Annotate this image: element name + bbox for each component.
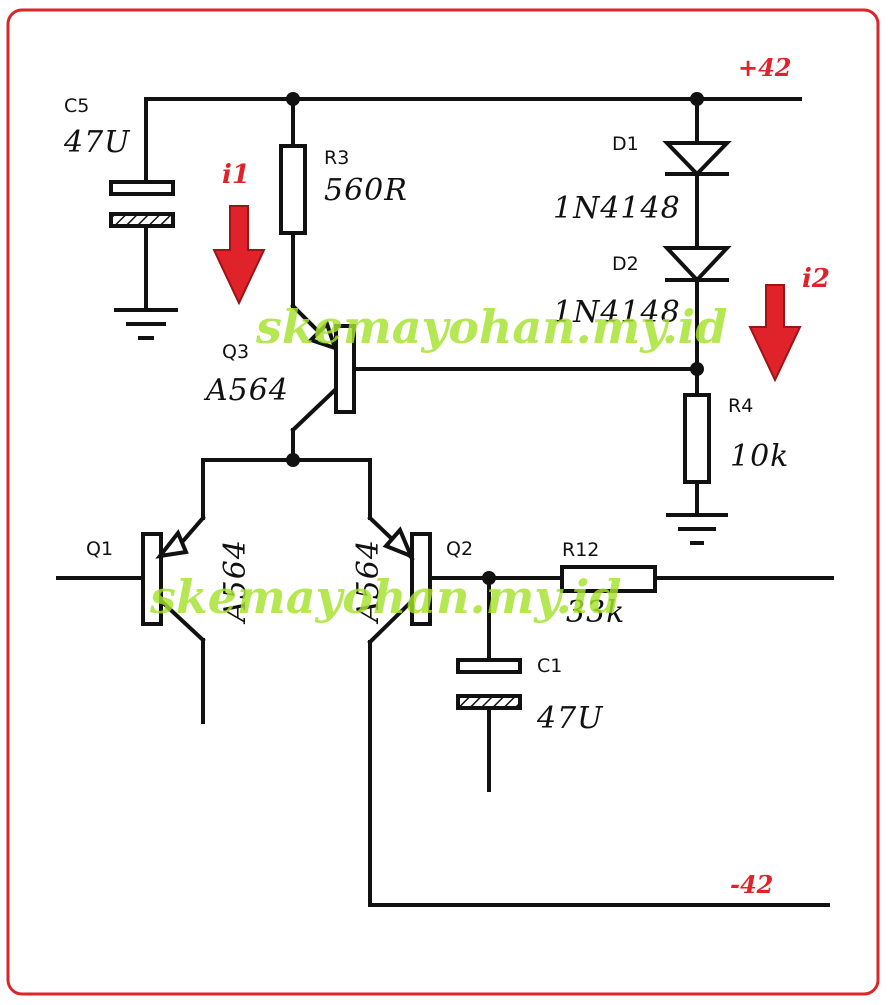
rail-label-negative: -42 — [730, 870, 773, 899]
c1-ref: C1 — [537, 655, 562, 677]
current-arrow-i2 — [748, 284, 802, 383]
outer-frame — [6, 8, 880, 996]
resistor-r3 — [279, 144, 307, 235]
capacitor-c5 — [109, 180, 175, 228]
capacitor-c1 — [456, 658, 522, 710]
ground-r4 — [666, 513, 728, 545]
watermark-top: skemayohan.my.id — [255, 300, 727, 354]
q2-value: A564 — [351, 539, 386, 625]
rail-label-positive: +42 — [738, 53, 792, 82]
c5-value: 47U — [63, 125, 131, 160]
diode-d1 — [662, 141, 732, 177]
c5-ref: C5 — [64, 95, 89, 117]
current-arrow-i1 — [212, 205, 266, 306]
transistor-q3 — [307, 320, 356, 414]
q3-value: A564 — [203, 373, 289, 408]
d2-ref: D2 — [612, 253, 639, 275]
transistor-q1 — [141, 515, 206, 626]
watermark-bottom: skemayohan.my.id — [149, 570, 621, 624]
transistor-q2 — [382, 526, 432, 626]
resistor-r12 — [560, 565, 657, 593]
r4-ref: R4 — [728, 395, 753, 417]
q1-ref: Q1 — [86, 538, 113, 560]
c1-value: 47U — [536, 701, 604, 736]
r3-value: 560R — [324, 173, 408, 208]
diode-d2 — [662, 246, 732, 283]
current-label-i1: i1 — [222, 160, 250, 190]
r12-value: 33k — [566, 595, 625, 630]
q3-ref: Q3 — [222, 341, 249, 363]
r4-value: 10k — [730, 439, 789, 474]
q1-value: A564 — [218, 539, 253, 625]
ground-c5 — [114, 308, 178, 340]
d1-ref: D1 — [612, 133, 639, 155]
d2-value: 1N4148 — [553, 295, 681, 330]
junction-dots — [286, 92, 704, 585]
r3-ref: R3 — [324, 147, 349, 169]
d1-value: 1N4148 — [553, 191, 681, 226]
current-label-i2: i2 — [802, 264, 830, 294]
resistor-r4 — [683, 393, 711, 484]
r12-ref: R12 — [562, 539, 599, 561]
q2-ref: Q2 — [446, 538, 473, 560]
